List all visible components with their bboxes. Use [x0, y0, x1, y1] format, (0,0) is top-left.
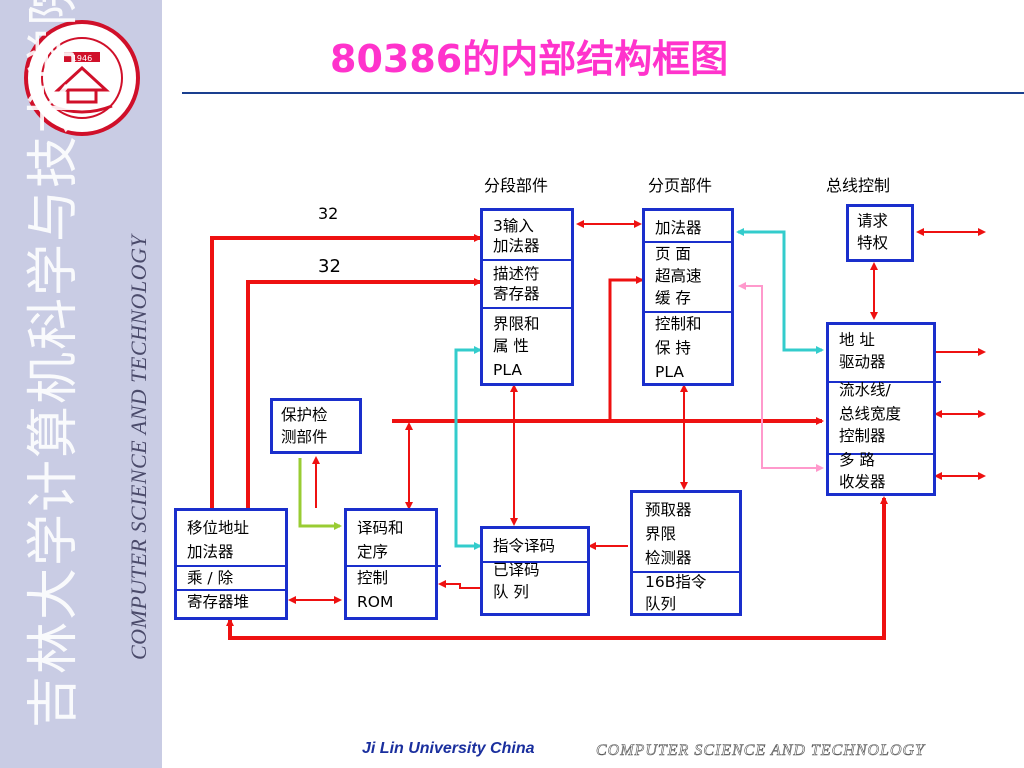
request-line: 特权: [857, 234, 889, 252]
label-bus-control: 总线控制: [826, 176, 891, 195]
paging-line: 超高速: [655, 267, 702, 285]
wire-bus-32-upper: [210, 234, 482, 508]
shift-line: 寄存器堆: [187, 593, 250, 611]
paging-unit-box: 加法器 页 面 超高速 缓 存 控制和 保 持 PLA: [642, 208, 734, 386]
divider: [483, 259, 571, 261]
segment-line: PLA: [493, 361, 522, 379]
prefetch-line: 预取器: [645, 501, 692, 519]
bus-line: 驱动器: [839, 353, 886, 371]
request-priority-box: 请求 特权: [846, 204, 914, 262]
prefetch-line: 界限: [645, 525, 677, 543]
segment-line: 属 性: [493, 337, 529, 355]
shift-line: 加法器: [187, 543, 234, 561]
divider: [829, 453, 933, 455]
shift-line: 移位地址: [187, 519, 250, 537]
bus-width-lower: 32: [318, 256, 341, 277]
sidebar: 1946 吉林大学计算机科学与技术学院 COMPUTER SCIENCE AND…: [0, 0, 162, 768]
divider: [177, 565, 285, 567]
decode-line: 译码和: [357, 519, 404, 537]
segment-line: 3输入: [493, 217, 534, 235]
footer-university: Ji Lin University China: [362, 740, 535, 757]
divider: [177, 589, 285, 591]
footer-college: COMPUTER SCIENCE AND TECHNOLOGY: [596, 742, 925, 760]
decode-control-box: 译码和 定序 控制 ROM: [344, 508, 441, 620]
divider: [645, 311, 731, 313]
wire-bus-return: [226, 496, 888, 640]
protection-line: 保护检: [281, 406, 328, 424]
shift-adder-box: 移位地址 加法器 乘 / 除 寄存器堆: [174, 508, 288, 620]
instr-line: 指令译码: [493, 537, 556, 555]
paging-line: 缓 存: [655, 289, 691, 307]
bus-line: 多 路: [839, 451, 875, 469]
paging-line: PLA: [655, 363, 684, 381]
bus-width-upper: 32: [318, 204, 339, 223]
divider: [633, 571, 739, 573]
page-title: 80386的内部结构框图: [330, 37, 729, 81]
shift-line: 乘 / 除: [187, 569, 234, 587]
segment-unit-box: 3输入 加法器 描述符 寄存器 界限和 属 性 PLA: [480, 208, 574, 386]
divider: [483, 561, 587, 563]
divider: [483, 307, 571, 309]
label-segment-unit: 分段部件: [484, 176, 549, 195]
bus-line: 流水线/: [839, 381, 891, 399]
wire-bus-32-lower: [246, 278, 482, 508]
title-rule: [182, 92, 1024, 94]
request-line: 请求: [857, 212, 889, 230]
decode-line: ROM: [357, 593, 394, 611]
wire-decode-queue-rom: [438, 580, 480, 589]
prefetch-line: 检测器: [645, 549, 692, 567]
paging-line: 页 面: [655, 245, 691, 263]
divider: [829, 381, 941, 383]
wire-segment-decode: [454, 346, 482, 550]
paging-line: 保 持: [655, 339, 691, 357]
wire-segment-to-paging-bus: [608, 276, 644, 421]
instr-line: 已译码: [493, 561, 540, 579]
svg-text:1946: 1946: [72, 54, 92, 63]
protection-line: 测部件: [281, 428, 328, 446]
paging-line: 控制和: [655, 315, 702, 333]
bus-line: 总线宽度: [839, 405, 902, 423]
instr-line: 队 列: [493, 583, 529, 601]
decode-line: 定序: [357, 543, 389, 561]
bus-line: 控制器: [839, 427, 886, 445]
divider: [645, 241, 731, 243]
label-paging-unit: 分页部件: [648, 176, 713, 195]
bus-line: 收发器: [839, 473, 886, 491]
bus-control-box: 地 址 驱动器 流水线/ 总线宽度 控制器 多 路 收发器: [826, 322, 941, 496]
prefetch-line: 16B指令: [645, 573, 707, 591]
prefetch-box: 预取器 界限 检测器 16B指令 队列: [630, 490, 742, 616]
decode-line: 控制: [357, 569, 389, 587]
segment-line: 描述符: [493, 265, 540, 283]
protection-box: 保护检 测部件: [270, 398, 362, 454]
instruction-decode-box: 指令译码 已译码 队 列: [480, 526, 590, 616]
segment-line: 寄存器: [493, 285, 540, 303]
wire-paging-prefetch: [738, 282, 824, 472]
segment-line: 加法器: [493, 237, 540, 255]
wire-protection-shift: [298, 458, 342, 530]
bus-line: 地 址: [839, 331, 875, 349]
paging-line: 加法器: [655, 219, 702, 237]
university-logo-icon: 1946: [24, 20, 140, 136]
wire-paging-bus-control: [736, 228, 824, 354]
prefetch-line: 队列: [645, 595, 677, 613]
divider: [347, 565, 441, 567]
segment-line: 界限和: [493, 315, 540, 333]
